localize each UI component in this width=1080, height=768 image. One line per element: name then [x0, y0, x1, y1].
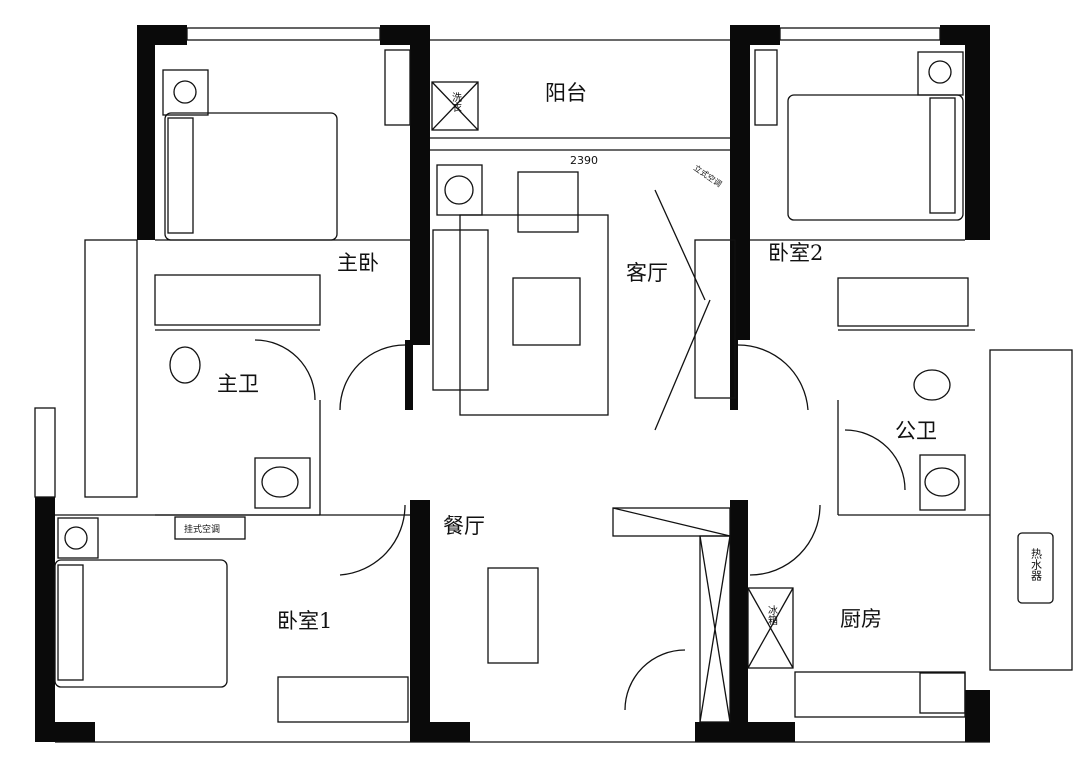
room-label-kitchen: 厨房	[840, 607, 882, 631]
washer-label: 洗衣	[450, 92, 462, 113]
fridge-label: 冰箱	[766, 604, 778, 626]
room-label-dining-room: 餐厅	[443, 514, 485, 538]
outline-lines	[34, 27, 1073, 743]
furniture	[54, 49, 1054, 723]
room-label-master-bath: 主卫	[217, 372, 259, 396]
floor-ac-label: 立式空调	[692, 162, 724, 189]
room-label-living-room: 客厅	[626, 261, 668, 285]
room-label-balcony: 阳台	[545, 81, 587, 105]
doors	[254, 339, 906, 711]
wall-ac-label: 挂式空调	[184, 523, 220, 535]
room-label-bedroom1: 卧室1	[277, 609, 332, 633]
walls	[35, 25, 990, 742]
room-label-public-bath: 公卫	[895, 419, 937, 443]
room-label-master-bedroom: 主卧	[337, 251, 379, 275]
water-heater-label: 热水器	[1030, 548, 1043, 582]
room-label-bedroom2: 卧室2	[768, 241, 823, 265]
dimension-balcony-door: 2390	[570, 154, 598, 167]
